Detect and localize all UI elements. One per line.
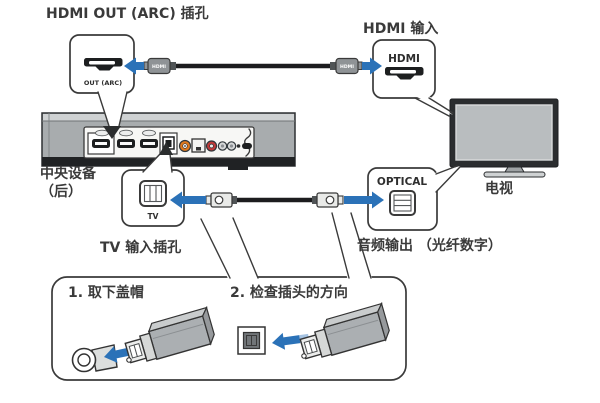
pointer-arrowhead	[159, 142, 173, 155]
hdmi-plug-label: HDMI	[340, 64, 354, 70]
tv-input-jack-label: TV 输入插孔	[100, 239, 181, 256]
soundbar-top-bevel	[43, 114, 294, 121]
hdmi-out-callout: OUT (ARC)	[69, 34, 135, 94]
callout-funnel-right	[331, 212, 373, 281]
soundbar-rear	[41, 112, 296, 170]
callout-pointer-hdmi-in-to-tv	[414, 96, 454, 117]
optical-socket-icon	[237, 326, 266, 355]
hdmi-out-jack-label: HDMI OUT (ARC) 插孔	[46, 5, 209, 22]
callout-funnel-left	[200, 217, 259, 281]
screw-icon	[142, 129, 156, 137]
usb-port-icon	[242, 143, 252, 149]
tv-stand-base	[483, 171, 546, 178]
screw-icon	[119, 129, 133, 137]
step2-illustration	[237, 302, 393, 365]
step-1-label: 1. 取下盖帽	[68, 284, 144, 301]
rca-red-jack-icon	[205, 140, 218, 152]
hdmi-plug-label: HDMI	[152, 64, 166, 70]
audio-output-label: 音频输出 （光纤数字）	[357, 237, 502, 254]
hdmi-cable: HDMI HDMI	[124, 57, 382, 75]
mini-jack-icon	[236, 144, 241, 148]
arrow-right-icon	[362, 57, 382, 75]
tv-input-callout: TV	[121, 169, 185, 227]
optical-port-icon	[389, 190, 416, 216]
center-unit-label-line1: 中央设备	[40, 165, 97, 182]
center-unit-label-line2: （后）	[40, 183, 82, 200]
panel-break-squiggle	[244, 128, 252, 157]
rca-gray-jack-icon	[217, 141, 228, 151]
optical-plug-right	[312, 192, 344, 208]
optical-port-icon	[139, 180, 167, 207]
arrow-left-icon	[170, 191, 206, 209]
tv-illustration	[449, 98, 559, 178]
step1-illustration	[71, 306, 218, 373]
optical-plug-left	[205, 192, 237, 208]
callout-pointer-optical-to-tv	[435, 165, 461, 193]
step-2-label: 2. 检查插头的方向	[230, 284, 348, 301]
callout-pointer-hdmi-out	[97, 91, 128, 139]
hdmi-plug-left: HDMI	[143, 57, 176, 75]
optical-cable	[170, 191, 384, 209]
hdmi-jack-icon	[92, 139, 110, 148]
soundbar-foot	[228, 165, 248, 170]
arrow-left-icon	[124, 57, 144, 75]
hdmi-in-label: HDMI 输入	[363, 20, 438, 37]
hdmi-in-callout: HDMI	[372, 39, 436, 99]
tv-stand-neck	[504, 166, 525, 173]
network-jack-icon	[191, 138, 206, 153]
hdmi-out-port-label: OUT (ARC)	[84, 79, 122, 87]
pointer-arrowhead	[103, 126, 121, 139]
tv-port-label: TV	[148, 212, 159, 221]
arrow-left-icon	[104, 346, 133, 363]
coaxial-jack-icon	[178, 139, 192, 153]
hdmi-in-port-label: HDMI	[388, 53, 420, 65]
rca-gray-jack-icon	[226, 141, 237, 151]
hdmi-jack-icon	[140, 139, 158, 148]
optical-port-label: OPTICAL	[377, 176, 428, 188]
arrow-right-icon	[344, 191, 384, 209]
hdmi-jack-icon	[117, 139, 135, 148]
hdmi-plug-right: HDMI	[330, 57, 363, 75]
tv-screen	[455, 104, 553, 161]
optical-callout: OPTICAL	[367, 167, 438, 231]
tv-label: 电视	[485, 180, 513, 197]
callout-pointer-tv-input	[142, 142, 173, 173]
